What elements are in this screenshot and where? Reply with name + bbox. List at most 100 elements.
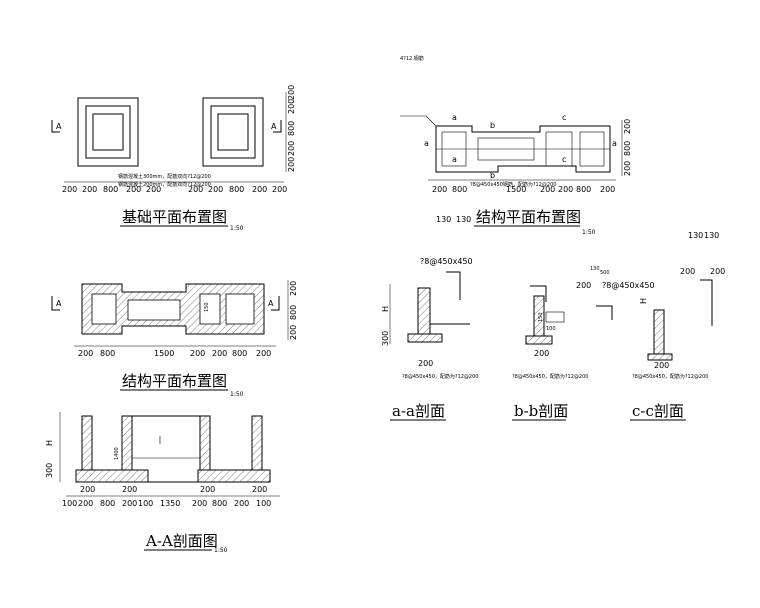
section-cc-title: c-c剖面	[632, 402, 684, 420]
svg-text:200: 200	[82, 185, 97, 194]
svg-text:800: 800	[100, 499, 115, 508]
foundation-note-1: 钢筋混凝土300mm，配筋双向?12@200	[118, 173, 211, 180]
rebar-label-cc: ?8@450x450	[602, 281, 655, 290]
foundation-right-dims: 200 200 800 200 200	[287, 85, 296, 172]
svg-text:800: 800	[232, 349, 247, 358]
svg-text:H: H	[639, 298, 648, 304]
svg-text:800: 800	[452, 185, 467, 194]
section-marker-A-left2: A	[56, 299, 62, 308]
svg-text:200: 200	[534, 349, 549, 358]
svg-text:200: 200	[190, 349, 205, 358]
svg-text:150: 150	[538, 312, 544, 322]
top-note: 4?12.钢筋	[400, 55, 424, 62]
svg-text:a: a	[612, 139, 617, 148]
structure-right-note: ?8@450x450钢筋，配筋为?12@200	[470, 181, 556, 188]
svg-text:100: 100	[546, 326, 556, 332]
footing-left-outer	[77, 97, 139, 167]
foundation-note-2: 钢筋混凝土200mm，配筋双向?12@200	[118, 181, 211, 188]
svg-text:b: b	[490, 171, 495, 180]
svg-text:200: 200	[126, 185, 141, 194]
structure-plan-right: a a a c c a b b ?8@450x450钢筋，配筋为?12@200 …	[400, 113, 632, 236]
svg-text:200: 200	[287, 157, 296, 172]
structure-left-bottom-dims: 200 800 1500 200 200 800 200	[78, 349, 271, 358]
svg-text:800: 800	[103, 185, 118, 194]
svg-text:200: 200	[80, 485, 95, 494]
structure-plan-left-title: 结构平面布置图	[122, 372, 227, 390]
foundation-plan-title: 基础平面布置图	[122, 208, 227, 226]
section-marker-A-right2: A	[268, 299, 274, 308]
svg-text:1:50: 1:50	[230, 391, 244, 398]
svg-text:800: 800	[100, 349, 115, 358]
svg-text:800: 800	[623, 141, 632, 156]
svg-text:1350: 1350	[160, 499, 180, 508]
svg-text:200: 200	[272, 185, 287, 194]
svg-text:1:50: 1:50	[230, 225, 244, 232]
section-bb-note: ?8@450x450，配筋为?12@200	[512, 373, 588, 380]
structure-plan-right-title: 结构平面布置图	[476, 208, 581, 226]
svg-text:200: 200	[256, 349, 271, 358]
section-bb-title: b-b剖面	[514, 402, 568, 420]
svg-text:1500: 1500	[154, 349, 174, 358]
svg-text:H: H	[381, 306, 390, 312]
structure-plan-left: 150 A A 200 800 1500 200 200 800 200 200…	[51, 280, 298, 398]
svg-text:200: 200	[289, 281, 298, 296]
svg-text:800: 800	[229, 185, 244, 194]
svg-text:200: 200	[576, 281, 591, 290]
svg-text:800: 800	[212, 499, 227, 508]
rebar-label-aa: ?8@450x450	[420, 257, 473, 266]
svg-text:1:50: 1:50	[214, 547, 228, 554]
svg-text:200: 200	[78, 349, 93, 358]
foundation-bottom-dims: 200 200 800 200 200 200 200 800 200 200	[62, 185, 287, 194]
svg-text:1400: 1400	[114, 447, 120, 460]
svg-text:200: 200	[558, 185, 573, 194]
svg-text:200: 200	[287, 99, 296, 114]
svg-text:200: 200	[289, 325, 298, 340]
section-aa-note: ?8@450x450，配筋为?12@200	[402, 373, 478, 380]
svg-text:1:50: 1:50	[582, 229, 596, 236]
svg-text:200: 200	[122, 499, 137, 508]
section-details: 130 130 ?8@450x450 300 H 200 ?8@450x450，…	[381, 231, 725, 421]
structure-right-right-dims: 200 800 200	[623, 119, 632, 176]
footing-right-outer	[202, 97, 264, 167]
svg-text:200: 200	[192, 499, 207, 508]
svg-text:200: 200	[680, 267, 695, 276]
section-marker-A-right: A	[271, 122, 277, 131]
svg-text:a: a	[452, 155, 457, 164]
svg-text:130: 130	[436, 215, 451, 224]
svg-text:100: 100	[138, 499, 153, 508]
svg-text:200: 200	[623, 119, 632, 134]
section-AA-top-marks: 200 200 200 200	[80, 485, 267, 494]
svg-text:200: 200	[200, 485, 215, 494]
section-AA-title: A-A剖面图	[145, 532, 218, 550]
svg-text:200: 200	[62, 185, 77, 194]
svg-text:200: 200	[654, 361, 669, 370]
svg-text:130: 130	[688, 231, 703, 240]
svg-text:c: c	[562, 155, 566, 164]
svg-text:200: 200	[234, 499, 249, 508]
svg-text:a: a	[452, 113, 457, 122]
svg-text:H: H	[45, 440, 54, 446]
svg-text:200: 200	[188, 185, 203, 194]
section-AA-bottom-dims: 100 200 800 200 100 1350 200 800 200 100	[62, 499, 271, 508]
section-aa-title: a-a剖面	[392, 402, 445, 420]
svg-text:200: 200	[287, 141, 296, 156]
svg-text:200: 200	[623, 161, 632, 176]
svg-text:200: 200	[710, 267, 725, 276]
svg-text:500: 500	[600, 270, 610, 276]
svg-text:300: 300	[381, 331, 390, 346]
svg-text:200: 200	[78, 499, 93, 508]
svg-text:300: 300	[45, 463, 54, 478]
svg-text:200: 200	[600, 185, 615, 194]
section-cc-note: ?8@450x450，配筋为?12@200	[632, 373, 708, 380]
section-marker-a-left: a	[424, 139, 429, 148]
svg-text:800: 800	[576, 185, 591, 194]
structure-right-bottom-dims: 200 800 1500 200 200 800 200	[432, 185, 615, 194]
svg-text:100: 100	[256, 499, 271, 508]
svg-text:800: 800	[289, 305, 298, 320]
svg-text:200: 200	[208, 185, 223, 194]
svg-text:130: 130	[704, 231, 719, 240]
svg-text:c: c	[562, 113, 566, 122]
svg-text:200: 200	[122, 485, 137, 494]
svg-text:800: 800	[287, 121, 296, 136]
